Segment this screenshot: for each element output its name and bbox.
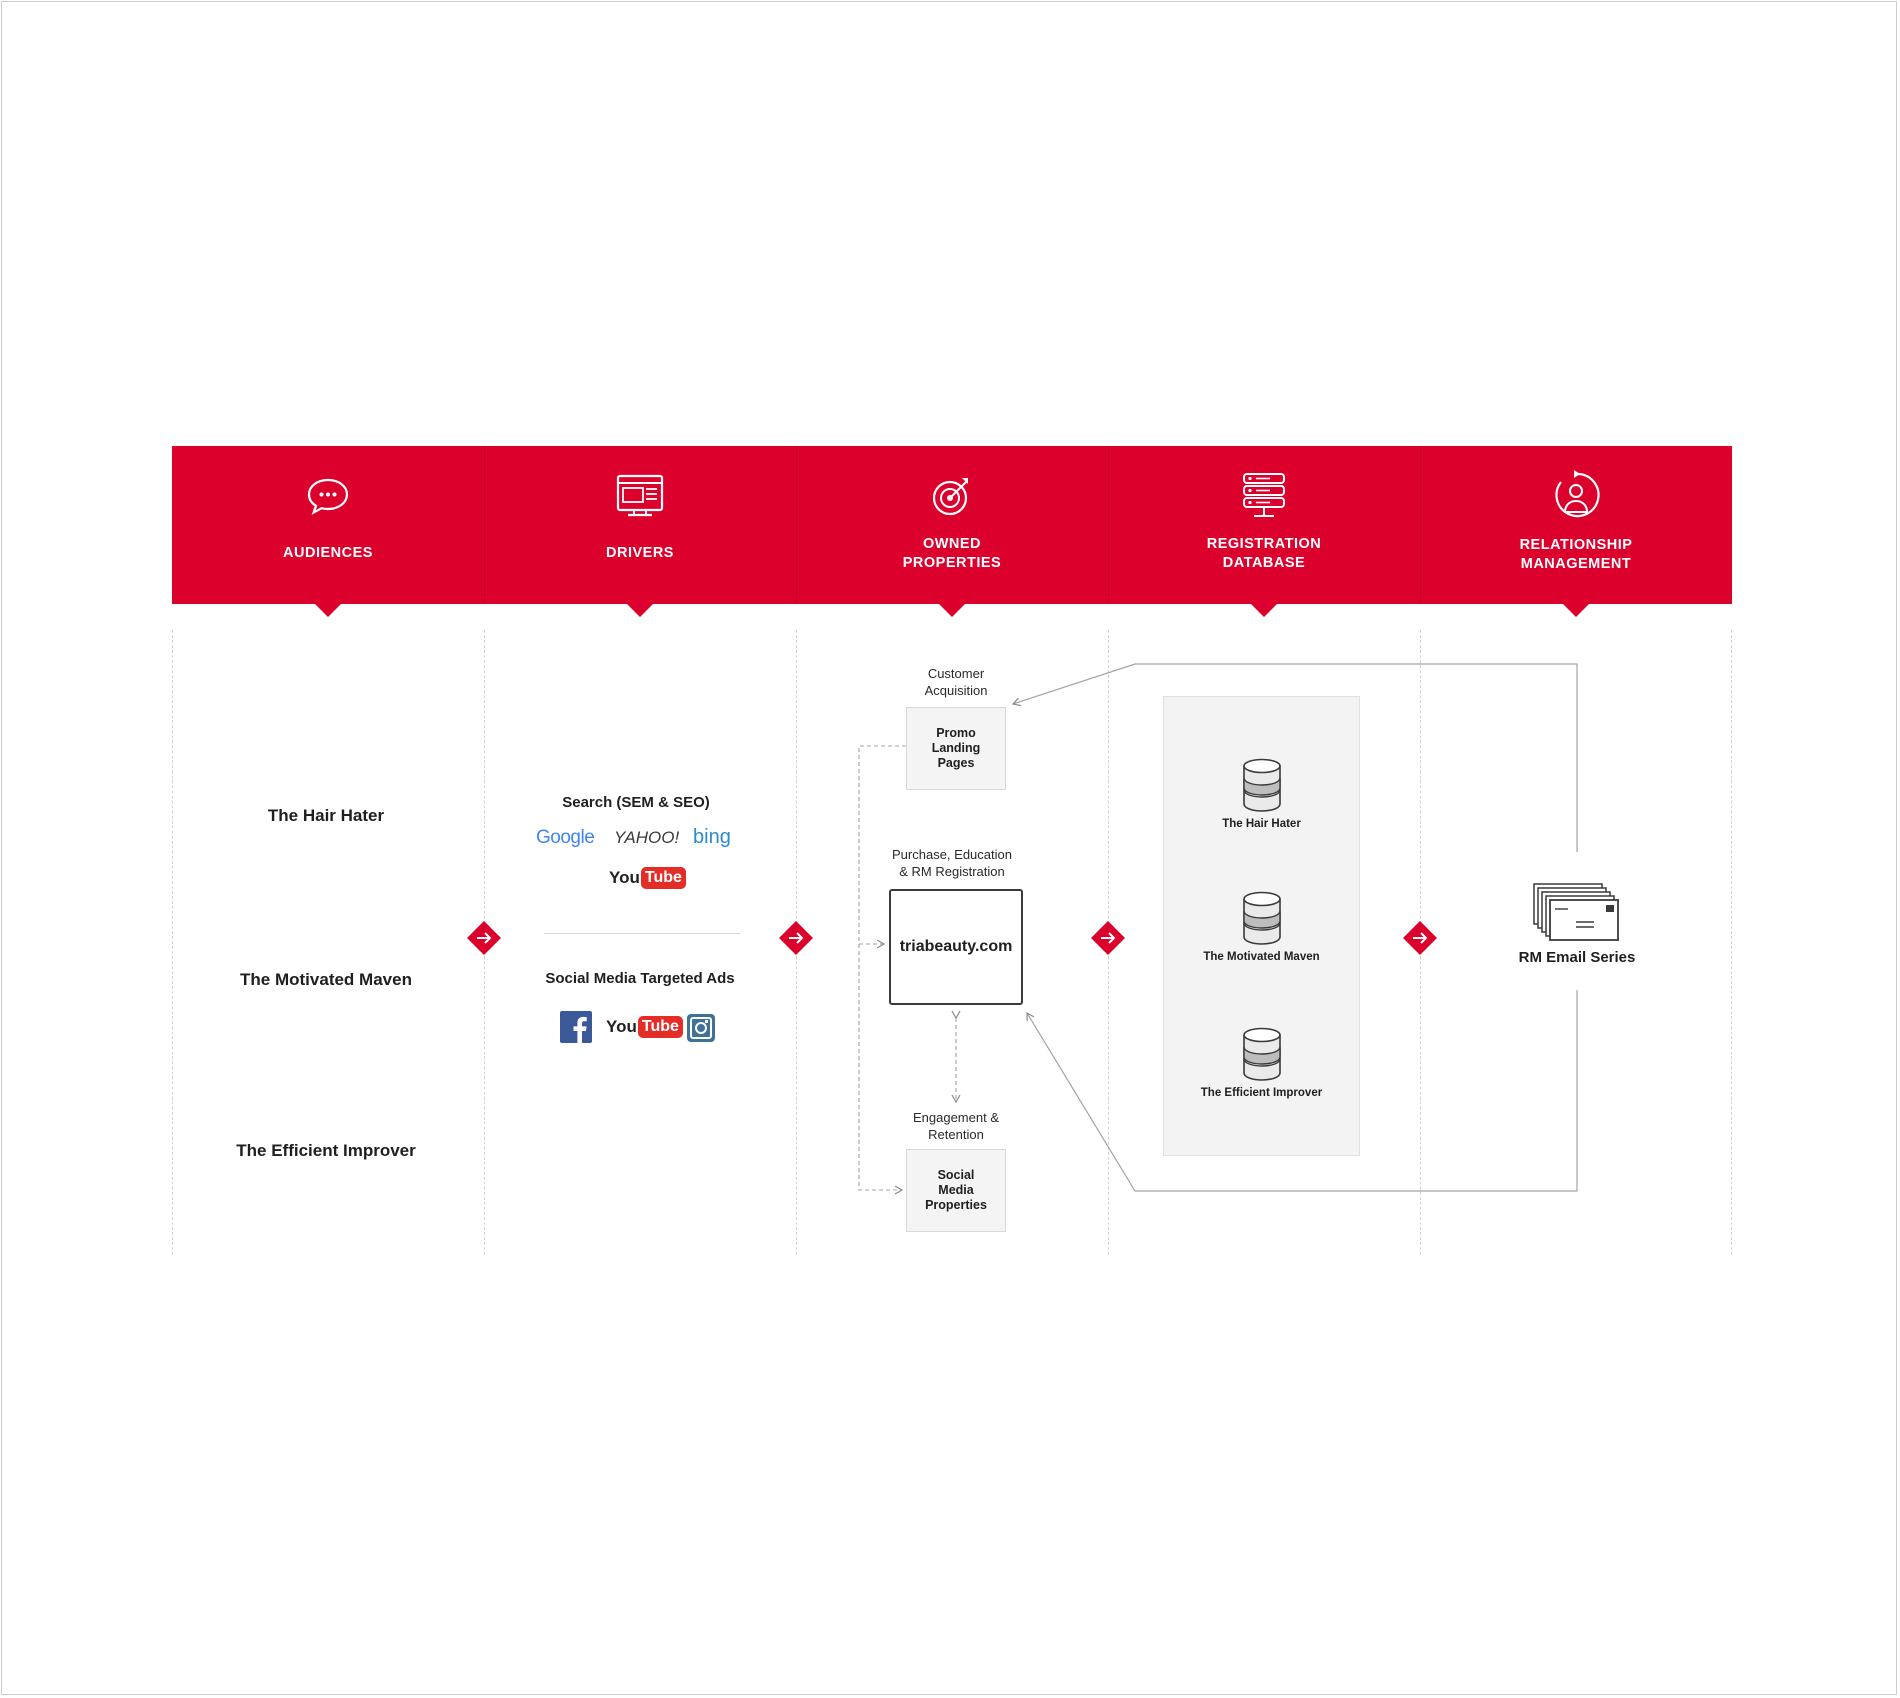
database-label: The Hair Hater bbox=[1222, 818, 1301, 830]
label-line: Retention bbox=[928, 1127, 984, 1142]
header-divider bbox=[1420, 446, 1421, 604]
social-ads-label: Social Media Targeted Ads bbox=[545, 970, 735, 987]
header-notch bbox=[315, 604, 341, 617]
promo-landing-pages-box: Promo Landing Pages bbox=[906, 707, 1006, 790]
column-relationship-management: RELATIONSHIP MANAGEMENT bbox=[1420, 446, 1732, 617]
column-title-line2: DATABASE bbox=[1222, 555, 1306, 571]
audience-label: The Hair Hater bbox=[267, 806, 385, 825]
server-stack-icon bbox=[1243, 473, 1285, 517]
database-item: The Efficient Improver bbox=[1163, 1027, 1360, 1099]
chat-bubble-icon bbox=[307, 478, 349, 515]
database-label: The Efficient Improver bbox=[1200, 1087, 1323, 1099]
youtube-tube: Tube bbox=[640, 867, 686, 889]
header-notch bbox=[1251, 604, 1277, 617]
bing-logo: bing bbox=[693, 826, 731, 848]
database-item: The Hair Hater bbox=[1163, 758, 1360, 830]
user-cycle-icon bbox=[1555, 470, 1600, 518]
box-line: Social bbox=[937, 1168, 975, 1182]
youtube-you: You bbox=[609, 868, 640, 887]
column-owned-properties: OWNED PROPERTIES bbox=[796, 446, 1108, 617]
column-audiences: AUDIENCES bbox=[172, 446, 484, 617]
arrow-right-icon bbox=[1091, 921, 1125, 955]
instagram-icon bbox=[687, 1014, 715, 1042]
youtube-tube: Tube bbox=[637, 1016, 683, 1038]
header-notch bbox=[627, 604, 653, 617]
box-line: Landing bbox=[931, 741, 981, 755]
column-separator bbox=[1731, 630, 1732, 1255]
audience-label: The Efficient Improver bbox=[236, 1141, 416, 1160]
box-line: Media bbox=[938, 1183, 974, 1197]
column-title: AUDIENCES bbox=[283, 545, 373, 561]
column-title-line2: MANAGEMENT bbox=[1520, 556, 1632, 572]
box-line: Properties bbox=[925, 1198, 987, 1212]
youtube-logo-search: You Tube bbox=[609, 865, 686, 891]
box-line: Promo bbox=[936, 726, 976, 740]
arrow-right-icon bbox=[779, 921, 813, 955]
database-icon bbox=[1242, 891, 1281, 945]
engagement-label: Engagement & Retention bbox=[886, 1109, 1026, 1143]
database-item: The Motivated Maven bbox=[1163, 891, 1360, 963]
column-title: REGISTRATION bbox=[1206, 536, 1322, 552]
column-separator bbox=[172, 630, 173, 1255]
acquisition-label: Customer Acquisition bbox=[886, 665, 1026, 699]
arrow-right-icon bbox=[1403, 921, 1437, 955]
label-line: Purchase, Education bbox=[892, 847, 1012, 862]
label-line: Engagement & bbox=[912, 1110, 999, 1125]
column-title: RELATIONSHIP bbox=[1519, 537, 1633, 553]
brand-text: Google bbox=[536, 827, 595, 848]
youtube-you: You bbox=[606, 1017, 637, 1036]
audience-label: The Motivated Maven bbox=[240, 970, 412, 989]
database-label: The Motivated Maven bbox=[1203, 951, 1320, 963]
arrow-right-icon bbox=[467, 921, 501, 955]
header-divider bbox=[1108, 446, 1109, 604]
search-label: Search (SEM & SEO) bbox=[562, 794, 710, 811]
box-line: Pages bbox=[937, 756, 975, 770]
header-notch bbox=[939, 604, 965, 617]
column-drivers: DRIVERS bbox=[484, 446, 796, 617]
header-band bbox=[172, 446, 1732, 604]
header-divider bbox=[484, 446, 485, 604]
label-line: Customer bbox=[927, 666, 985, 681]
database-icon bbox=[1242, 758, 1281, 812]
social-media-properties-box: Social Media Properties bbox=[906, 1149, 1006, 1232]
header-divider bbox=[796, 446, 797, 604]
email-stack-icon bbox=[1533, 883, 1619, 941]
drivers-divider bbox=[544, 933, 740, 934]
column-title-line2: PROPERTIES bbox=[902, 555, 1002, 571]
yahoo-logo: YAHOO! bbox=[614, 828, 680, 847]
facebook-icon bbox=[560, 1011, 592, 1043]
site-box: triabeauty.com bbox=[889, 889, 1023, 1005]
header-notch bbox=[1563, 604, 1589, 617]
column-title: OWNED bbox=[922, 536, 982, 552]
browser-window-icon bbox=[616, 474, 664, 517]
database-icon bbox=[1242, 1027, 1281, 1081]
label-line: & RM Registration bbox=[899, 864, 1005, 879]
label-line: Acquisition bbox=[924, 683, 988, 698]
google-logo: Google bbox=[536, 827, 595, 849]
rm-email-series-label: RM Email Series bbox=[1518, 949, 1636, 966]
target-icon bbox=[932, 478, 968, 516]
column-registration-database: REGISTRATION DATABASE bbox=[1108, 446, 1420, 617]
youtube-logo-social: You Tube bbox=[606, 1014, 683, 1040]
column-title: DRIVERS bbox=[606, 545, 674, 561]
purchase-label: Purchase, Education & RM Registration bbox=[872, 846, 1032, 880]
